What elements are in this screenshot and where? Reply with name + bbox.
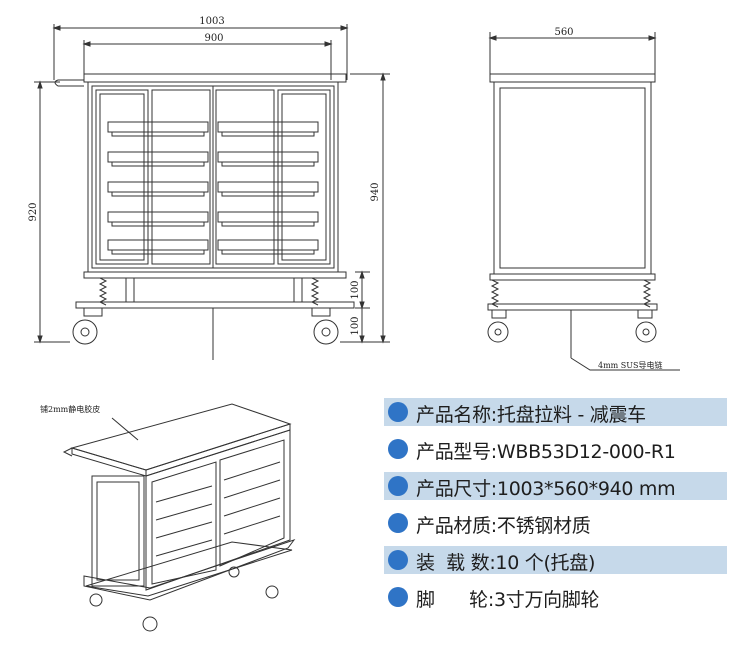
spec-value: 不锈钢材质 (496, 515, 591, 537)
iso-top-note: 铺2mm静电胶皮 (40, 404, 100, 414)
spec-value: 托盘拉料 - 减震车 (496, 404, 646, 426)
spec-value: WBB53D12-000-R1 (496, 441, 676, 463)
spec-list: 产品名称:托盘拉料 - 减震车 产品型号:WBB53D12-000-R1 产品尺… (384, 398, 727, 620)
spec-label: 装 载 数: (416, 552, 496, 574)
spec-row-material: 产品材质:不锈钢材质 (384, 509, 727, 537)
bullet-icon (388, 476, 408, 496)
spec-row-casters: 脚 轮:3寸万向脚轮 (384, 583, 727, 611)
dim-depth: 560 (554, 27, 573, 38)
dim-width-inner: 900 (204, 33, 223, 44)
casters-front (72, 307, 339, 345)
side-view (487, 32, 680, 371)
bullet-icon (388, 439, 408, 459)
front-view (34, 24, 390, 360)
spec-label: 产品材质: (416, 515, 497, 537)
iso-view (62, 403, 296, 632)
dim-width-overall: 1003 (199, 16, 224, 27)
spec-label: 产品尺寸: (416, 478, 497, 500)
bullet-icon (388, 513, 408, 533)
spec-row-name: 产品名称:托盘拉料 - 减震车 (384, 398, 727, 426)
dim-caster-height: 100 (350, 280, 361, 299)
spec-label: 产品型号: (416, 441, 497, 463)
spec-value: 3寸万向脚轮 (493, 589, 600, 611)
springs-front (98, 277, 320, 306)
trays-right (217, 121, 319, 255)
dim-height-left: 920 (28, 202, 39, 221)
dim-height-right: 940 (370, 182, 381, 201)
spec-row-model: 产品型号:WBB53D12-000-R1 (384, 435, 727, 463)
bullet-icon (388, 402, 408, 422)
spec-value: 1003*560*940 mm (496, 478, 676, 500)
spec-label: 产品名称: (416, 404, 497, 426)
trays-left (107, 121, 209, 255)
bullet-icon (388, 587, 408, 607)
spec-row-capacity: 装 载 数:10 个(托盘) (384, 546, 727, 574)
bullet-icon (388, 550, 408, 570)
spec-label: 脚 轮: (416, 589, 494, 611)
spec-value: 10 个(托盘) (495, 552, 596, 574)
chain-note: 4mm SUS导电链 (598, 360, 663, 370)
spec-row-size: 产品尺寸:1003*560*940 mm (384, 472, 727, 500)
dim-wheel-height: 100 (350, 316, 361, 335)
